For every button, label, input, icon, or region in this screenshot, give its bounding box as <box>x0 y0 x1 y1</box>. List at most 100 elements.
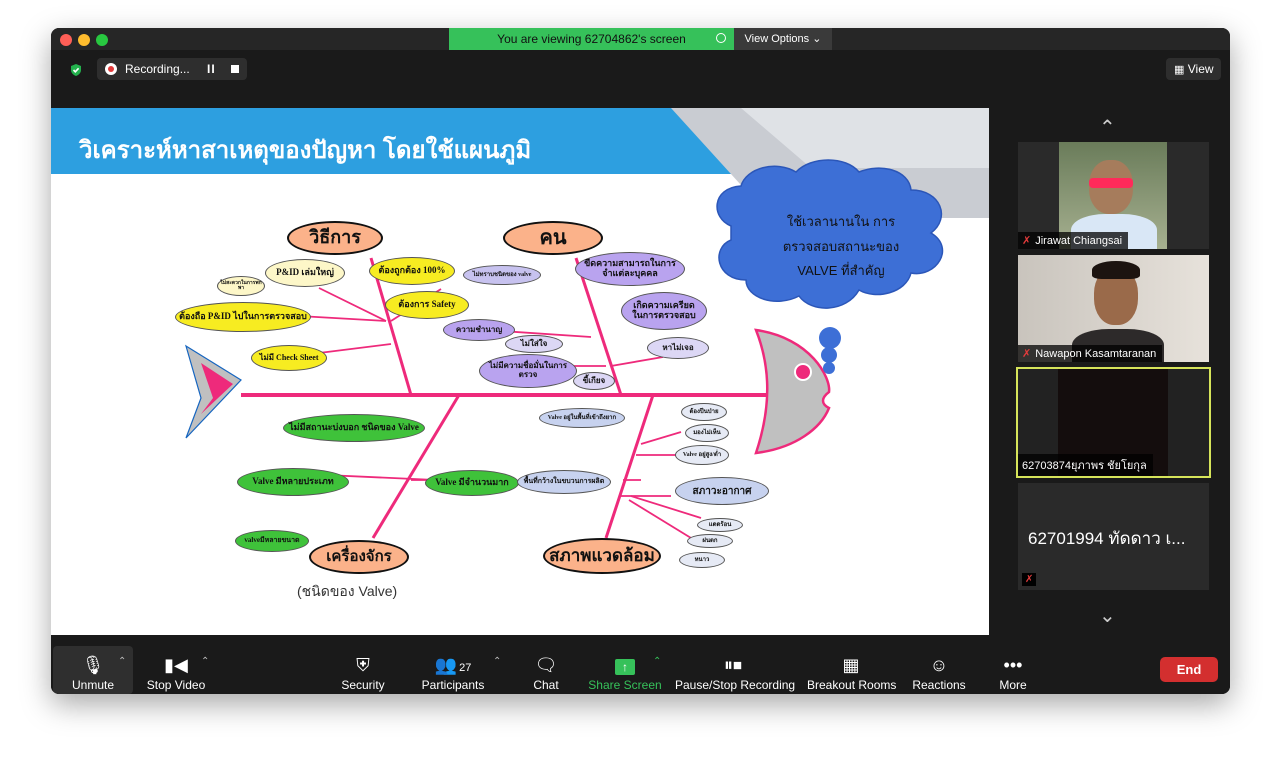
view-layout-button[interactable]: ▦ View <box>1166 58 1221 80</box>
participant-tile[interactable]: ✗Jirawat Chiangsai <box>1018 142 1209 249</box>
recording-label: Recording... <box>125 62 190 76</box>
participant-video <box>1059 142 1167 249</box>
audio-options-caret[interactable]: ⌃ <box>118 656 127 667</box>
unmute-label: Unmute <box>71 678 115 692</box>
participant-sunglasses <box>1089 178 1133 188</box>
cause-stress: เกิดความเครียดในการตรวจสอบ <box>621 292 707 330</box>
cause-valve-many: Valve มีจำนวนมาก <box>425 470 519 496</box>
bone-label-machine: เครื่องจักร <box>309 540 409 574</box>
breakout-grid-icon: ▦ <box>842 655 860 675</box>
shared-slide: วิเคราะห์หาสาเหตุของปัญหา โดยใช้แผนภูมิ … <box>51 108 989 635</box>
chat-bubble-icon: 🗨 <box>534 655 558 675</box>
security-label: Security <box>341 678 385 692</box>
bone-label-environment: สภาพแวดล้อม <box>543 538 661 574</box>
stop-video-button[interactable]: ▮◀ Stop Video <box>141 646 211 694</box>
participants-button[interactable]: 👥27 Participants <box>415 646 491 694</box>
participant-display-name: 62701994 ทัดดาว เ... <box>1028 529 1186 548</box>
participants-options-caret[interactable]: ⌃ <box>493 656 502 667</box>
stop-video-label: Stop Video <box>146 678 206 692</box>
cause-rain: ฝนตก <box>687 534 733 548</box>
cause-careless: ไม่ใส่ใจ <box>505 335 563 353</box>
cause-valve-hard-reach: Valve อยู่ในพื้นที่เข้าถึงยาก <box>539 408 625 428</box>
pause-recording-label: Pause/Stop Recording <box>675 678 796 692</box>
emoji-icon: ☺ <box>929 655 949 675</box>
cause-skill-differs: ขีดความสามารถในการจำแต่ละบุคคล <box>575 252 685 286</box>
title-bar: You are viewing 62704862's screen View O… <box>51 28 1230 50</box>
share-options-caret[interactable]: ⌃ <box>653 656 662 667</box>
cause-valve-sizes: valveมีหลายขนาด <box>235 530 309 552</box>
reactions-button[interactable]: ☺ Reactions <box>911 646 967 694</box>
reactions-label: Reactions <box>912 678 966 692</box>
cause-must-hold-pid: ต้องถือ P&ID ไปในการตรวจสอบ <box>175 302 311 332</box>
cause-hot: แดดร้อน <box>697 518 743 532</box>
participant-name: ✗Jirawat Chiangsai <box>1018 232 1129 249</box>
stop-recording-icon[interactable] <box>231 65 239 73</box>
pause-stop-icon: ⏸⏹ <box>724 655 742 675</box>
muted-mic-icon: ✗ <box>1022 348 1032 360</box>
slide-title: วิเคราะห์หาสาเหตุของปัญหา โดยใช้แผนภูมิ <box>79 137 532 164</box>
meeting-toolbar: 🎙 Unmute ⌃ ▮◀ Stop Video ⌃ ⛨ Security 👥2… <box>51 646 1230 694</box>
more-label: More <box>999 678 1027 692</box>
share-status-icon <box>716 33 726 43</box>
shield-icon: ⛨ <box>356 655 370 675</box>
view-options-button[interactable]: View Options ⌄ <box>734 28 832 50</box>
bone-machine <box>371 394 461 539</box>
participant-tile[interactable]: ✗Nawapon Kasamtaranan <box>1018 255 1209 362</box>
view-label: View <box>1187 62 1214 76</box>
screen-share-banner: You are viewing 62704862's screen <box>449 28 734 50</box>
share-banner-text: You are viewing 62704862's screen <box>497 32 686 46</box>
participants-count: 27 <box>459 662 472 674</box>
chat-button[interactable]: 🗨 Chat <box>524 646 568 694</box>
participant-name-text: 62703874ยุภาพร ชัยโยกุล <box>1022 460 1147 472</box>
cause-valve-low: Valve อยู่สูง/ต่ำ <box>675 445 729 465</box>
cause-weather: สภาวะอากาศ <box>675 477 769 505</box>
participant-tile[interactable]: 62701994 ทัดดาว เ... ✗ <box>1018 483 1209 590</box>
meeting-top-bar <box>51 50 1230 90</box>
video-options-caret[interactable]: ⌃ <box>201 656 210 667</box>
chevron-down-icon: ⌄ <box>812 33 822 45</box>
cause-valve-many-types: Valve มีหลายประเภท <box>237 468 349 496</box>
cause-pid-large: P&ID เล่มใหญ่ <box>265 259 345 287</box>
end-meeting-button[interactable]: End <box>1160 657 1218 682</box>
minimize-window-button[interactable] <box>78 34 90 46</box>
more-button[interactable]: ••• More <box>993 646 1033 694</box>
scroll-down-icon[interactable]: ⌄ <box>1099 605 1116 627</box>
cause-climb: ต้องปีนป่าย <box>681 403 727 421</box>
security-button[interactable]: ⛨ Security <box>335 646 391 694</box>
pause-recording-icon[interactable]: II <box>207 62 216 76</box>
thought-bubble-2 <box>821 347 837 363</box>
close-window-button[interactable] <box>60 34 72 46</box>
slide-caption: (ชนิดของ Valve) <box>297 583 398 599</box>
more-dots-icon: ••• <box>1003 655 1023 675</box>
chat-label: Chat <box>533 678 559 692</box>
thought-bubble-1 <box>819 327 841 349</box>
cause-lazy: ขี้เกียจ <box>573 372 615 390</box>
grid-view-icon: ▦ <box>1174 64 1185 76</box>
participants-icon: 👥27 <box>434 655 472 675</box>
zoom-window-button[interactable] <box>96 34 108 46</box>
participant-hair <box>1092 261 1140 279</box>
encryption-shield-icon[interactable] <box>69 63 83 77</box>
cause-area-in-process: พื้นที่กว้างในขบวนการผลิต <box>517 470 611 494</box>
cause-need-safety: ต้องการ Safety <box>385 291 469 319</box>
cause-must-be-right: ต้องถูกต้อง 100% <box>369 257 455 285</box>
share-screen-button[interactable]: ↑ Share Screen <box>587 646 663 694</box>
fish-eye <box>794 363 812 381</box>
unmute-button[interactable]: 🎙 Unmute <box>53 646 133 694</box>
participant-name-text: Nawapon Kasamtaranan <box>1035 348 1157 360</box>
muted-mic-icon: ✗ <box>1022 235 1032 247</box>
title-banner <box>51 108 756 174</box>
participants-label: Participants <box>421 678 485 692</box>
participant-video <box>1018 255 1209 362</box>
breakout-rooms-button[interactable]: ▦ Breakout Rooms <box>807 646 896 694</box>
view-options-label: View Options <box>744 33 810 45</box>
thought-bubble-3 <box>823 362 835 374</box>
pause-stop-recording-button[interactable]: ⏸⏹ Pause/Stop Recording <box>675 646 796 694</box>
participant-tile-active[interactable]: 62703874ยุภาพร ชัยโยกุล <box>1016 367 1211 478</box>
fish-tail-inner <box>201 363 233 414</box>
participant-name: ✗Nawapon Kasamtaranan <box>1018 345 1163 362</box>
scroll-up-icon[interactable]: ⌃ <box>1099 117 1116 139</box>
cause-cant-find: หาไม่เจอ <box>647 337 709 359</box>
video-camera-icon: ▮◀ <box>164 655 188 675</box>
share-screen-icon: ↑ <box>587 654 663 676</box>
